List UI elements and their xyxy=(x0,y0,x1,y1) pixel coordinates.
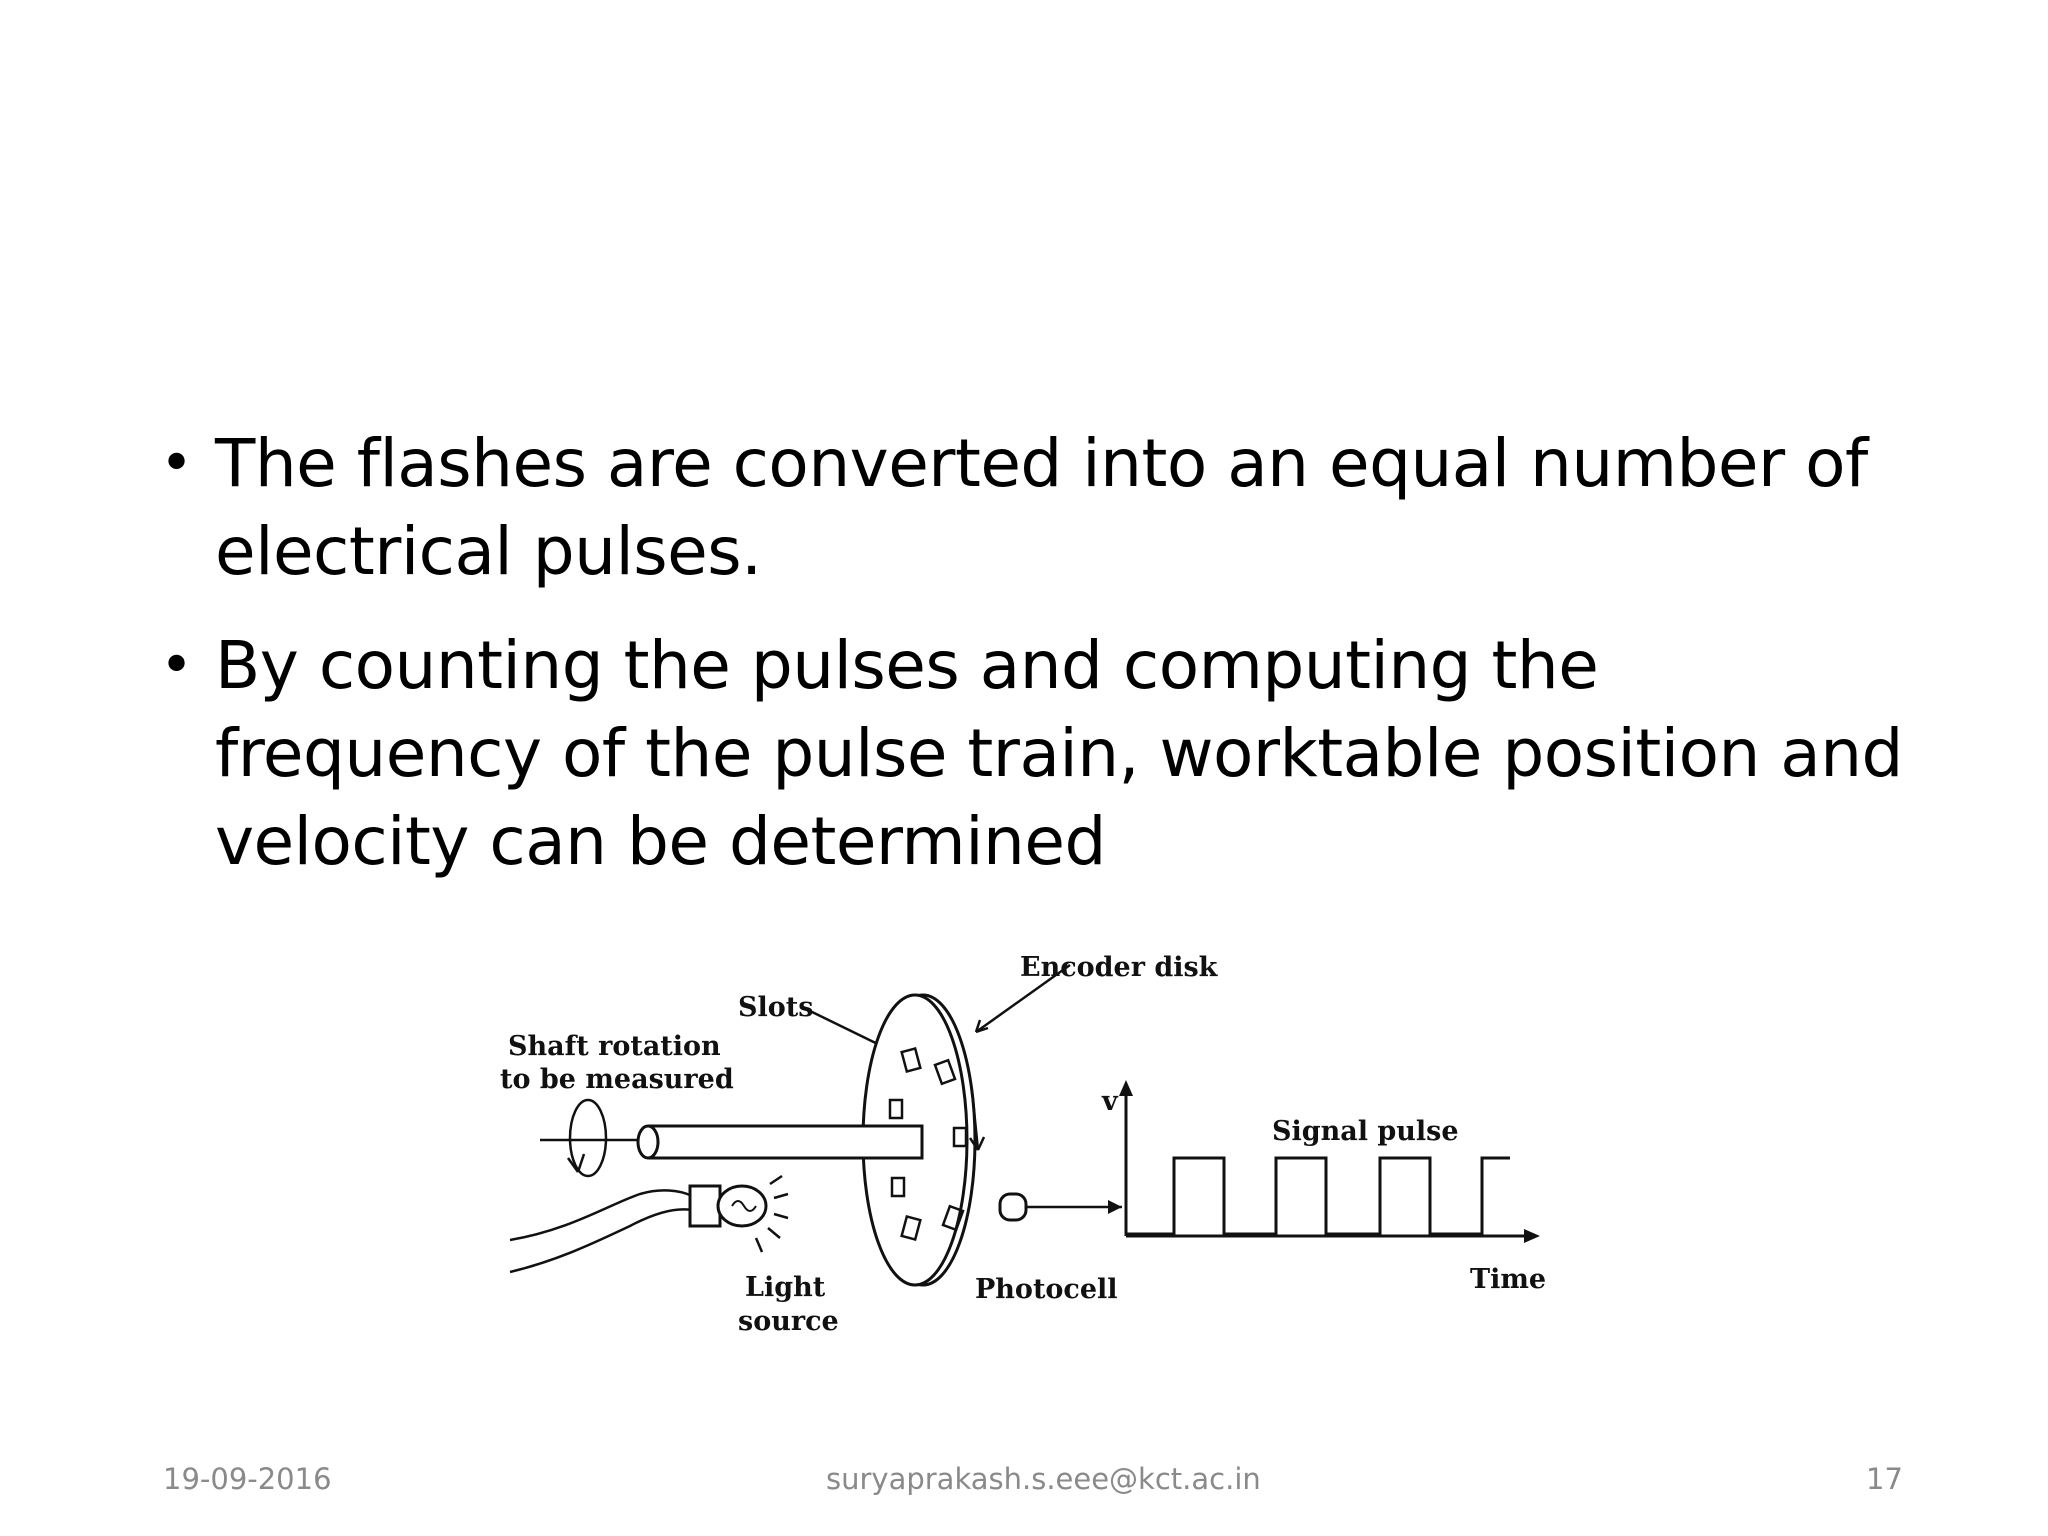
shaft-body xyxy=(648,1124,924,1160)
label-light-line2: source xyxy=(738,1306,839,1337)
disk-slots xyxy=(888,1046,968,1242)
light-cable-line-upper xyxy=(509,1189,693,1242)
bullet-list: • The flashes are converted into an equa… xyxy=(160,420,1920,912)
v-axis-arrow-icon xyxy=(1119,1080,1133,1096)
bullet-dot-icon: • xyxy=(160,431,193,496)
label-shaft-line1: Shaft rotation xyxy=(508,1031,721,1062)
label-time: Time xyxy=(1470,1264,1546,1295)
label-slots: Slots xyxy=(738,992,813,1023)
time-axis-arrow-icon xyxy=(1524,1229,1540,1243)
rotation-arrow-icon xyxy=(566,1153,586,1173)
encoder-leader-line xyxy=(975,963,1071,1034)
bullet-item: • By counting the pulses and computing t… xyxy=(160,622,1920,886)
light-bulb-icon xyxy=(716,1184,768,1228)
bulb-filament xyxy=(731,1200,757,1212)
bullet-dot-icon: • xyxy=(160,633,193,698)
disk-rotation-arrow-icon xyxy=(968,1136,986,1151)
light-cable-line xyxy=(509,1208,693,1274)
disk-rotation-line xyxy=(970,1089,980,1151)
bullet-text: The flashes are converted into an equal … xyxy=(215,425,1868,590)
label-light-line1: Light xyxy=(745,1272,826,1303)
photocell-arrow-icon xyxy=(1108,1200,1122,1214)
label-shaft-line2: to be measured xyxy=(500,1064,734,1095)
bullet-text: By counting the pulses and computing the… xyxy=(215,627,1903,880)
footer-page-number: 17 xyxy=(1866,1462,1903,1496)
label-v: v xyxy=(1101,1086,1119,1117)
footer-date: 19-09-2016 xyxy=(163,1462,332,1496)
bullet-item: • The flashes are converted into an equa… xyxy=(160,420,1920,596)
signal-pulse-train xyxy=(1126,1156,1510,1236)
light-rays xyxy=(754,1174,789,1253)
label-photocell: Photocell xyxy=(975,1274,1118,1305)
encoder-diagram: Encoder disk Slots Shaft rotation to be … xyxy=(480,940,1580,1360)
footer-email: suryaprakash.s.eee@kct.ac.in xyxy=(826,1462,1261,1496)
rotation-ellipse xyxy=(568,1098,608,1178)
label-signal-pulse: Signal pulse xyxy=(1272,1116,1459,1147)
lamp-base xyxy=(688,1184,722,1228)
shaft-end xyxy=(636,1124,660,1160)
photocell-icon xyxy=(998,1192,1028,1222)
encoder-diagram-svg: Encoder disk Slots Shaft rotation to be … xyxy=(500,952,1546,1337)
encoder-leader-arrow-icon xyxy=(974,1019,989,1034)
